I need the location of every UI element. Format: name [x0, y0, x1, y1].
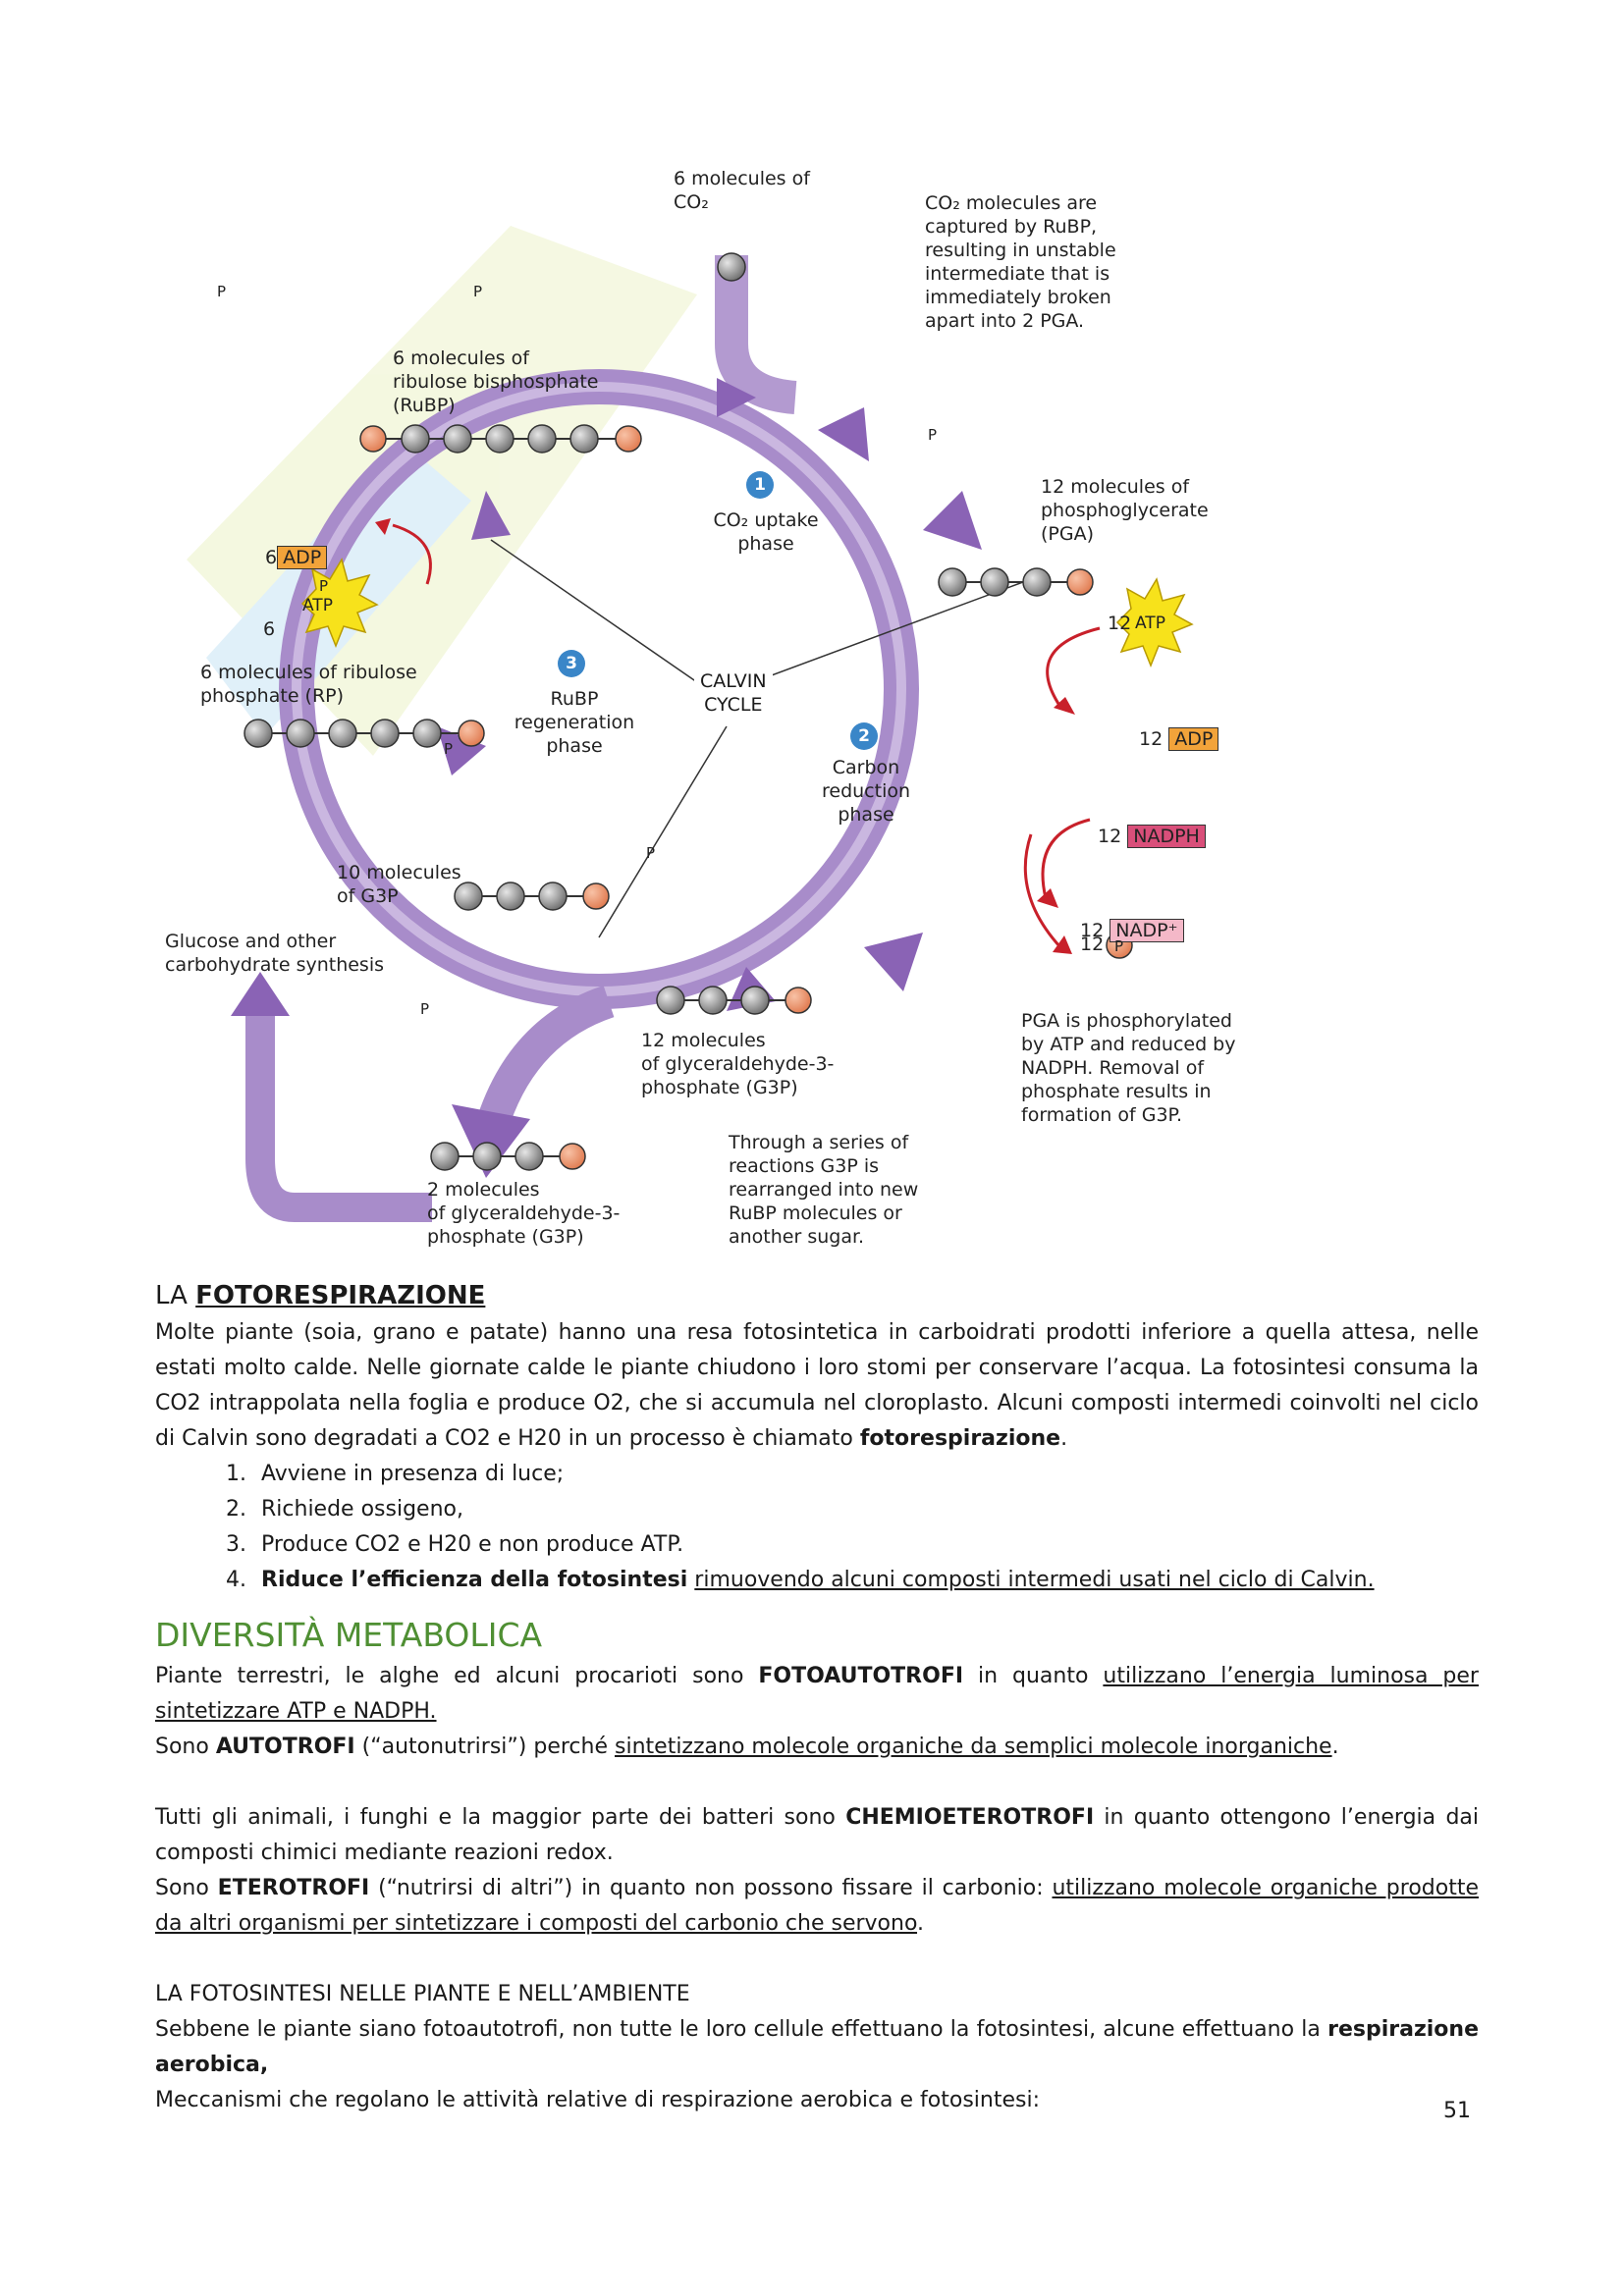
g3p-10-chain	[454, 881, 610, 911]
calvin-cycle-figure: P P P P P P P 6 molecules of CO₂ CO₂ mol…	[147, 147, 1267, 1286]
g3p-2-chain	[430, 1142, 586, 1171]
pi-count: 12	[1080, 934, 1105, 955]
rp-label: 6 molecules of ribulose phosphate (RP)	[200, 662, 417, 707]
arrowhead-6	[471, 491, 511, 540]
co2-capture-note: CO₂ molecules are captured by RuBP, resu…	[925, 192, 1116, 332]
g3p-12-label: 12 molecules of glyceraldehyde-3- phosph…	[641, 1030, 835, 1098]
nadp-plus: 12 NADP⁺	[1080, 895, 1184, 942]
list-item: Riduce l’efficienza della fotosintesi ri…	[253, 1563, 1479, 1598]
nadph-arrow	[1041, 818, 1091, 899]
calvin-cycle-diagram	[187, 226, 1194, 1222]
glucose-label: Glucose and other carbohydrate synthesis	[165, 931, 385, 976]
g3p-2-label: 2 molecules of glyceraldehyde-3- phospha…	[427, 1179, 621, 1248]
phosphate-label: P	[646, 844, 656, 862]
g3p-output-arrow	[474, 985, 615, 1135]
phase-1-label: CO₂ uptake phase	[713, 509, 819, 555]
autotrofi-paragraph: Sono AUTOTROFI (“autonutrirsi”) perché s…	[155, 1735, 1339, 1759]
eterotrofi-paragraph: Sono ETEROTROFI (“nutrirsi di altri”) in…	[155, 1876, 1479, 1936]
atp-to-adp-arrow-right	[1046, 626, 1101, 708]
atp-right-label: ATP	[1135, 614, 1165, 633]
phosphate-label: P	[319, 577, 329, 595]
fotorespirazione-paragraph: Molte piante (soia, grano e patate) hann…	[155, 1320, 1479, 1451]
list-item: Produce CO2 e H20 e non produce ATP.	[253, 1527, 1479, 1563]
atp-left-label: ATP	[302, 596, 333, 615]
phase-2-number: 2	[850, 722, 878, 750]
body-text: LA FOTORESPIRAZIONE Molte piante (soia, …	[155, 1276, 1479, 2118]
co2-molecule	[717, 252, 746, 282]
phase-1-number: 1	[746, 471, 774, 499]
phosphate-label: P	[473, 283, 483, 300]
calvin-cycle-center-label: CALVIN CYCLE	[694, 667, 773, 719]
co2-input-arrow	[715, 255, 797, 414]
phosphate-label: P	[928, 426, 938, 444]
atp-left: 6	[263, 618, 276, 640]
arrowhead-1	[818, 407, 869, 461]
arrowhead-2	[923, 491, 982, 550]
g3p-series-note: Through a series of reactions G3P is rea…	[729, 1132, 919, 1248]
g3p-10-label: 10 molecules of G3P	[337, 862, 461, 907]
phosphate-label: P	[420, 1000, 430, 1018]
list-item: Richiede ossigeno,	[253, 1492, 1479, 1527]
rp-chain	[244, 719, 485, 748]
pga-phosphorylation-note: PGA is phosphorylated by ATP and reduced…	[1021, 1010, 1236, 1126]
list-item: Avviene in presenza di luce;	[253, 1457, 1479, 1492]
glucose-output-arrow	[245, 1011, 432, 1222]
phosphate-label: P	[444, 740, 454, 758]
fotorespirazione-list: Avviene in presenza di luce; Richiede os…	[155, 1457, 1479, 1598]
fotoautotrofi-paragraph: Piante terrestri, le alghe ed alcuni pro…	[155, 1664, 1479, 1724]
phosphate-label: P	[217, 283, 227, 300]
phase-3-number: 3	[558, 650, 585, 677]
chemioeterotrofi-paragraph: Tutti gli animali, i funghi e la maggior…	[155, 1805, 1480, 1865]
pga-chain	[938, 567, 1094, 597]
nadph: 12 NADPH	[1098, 801, 1206, 848]
pga-label: 12 molecules of phosphoglycerate (PGA)	[1041, 476, 1209, 545]
pi-label: P	[1114, 937, 1124, 955]
co2-input-label: 6 molecules of CO₂	[674, 168, 810, 213]
atp-right-count: 12	[1108, 613, 1132, 634]
atp-burst-right	[1115, 577, 1194, 668]
ambiente-paragraph: Sebbene le piante siano fotoautotrofi, n…	[155, 2017, 1479, 2077]
atp-burst-left	[300, 558, 379, 649]
arrowhead-5	[437, 726, 486, 775]
section-title-diversita: DIVERSITÀ METABOLICA	[155, 1616, 543, 1654]
g3p-12-chain	[656, 986, 812, 1015]
phase-2-label: Carbon reduction phase	[821, 757, 911, 826]
page-number: 51	[1443, 2099, 1471, 2123]
section-title-fotorespirazione: LA FOTORESPIRAZIONE	[155, 1281, 486, 1310]
arrowhead-3	[864, 933, 923, 991]
section-title-ambiente: LA FOTOSINTESI NELLE PIANTE E NELL’AMBIE…	[155, 1982, 690, 2006]
rubp-label: 6 molecules of ribulose bisphosphate (Ru…	[393, 347, 599, 416]
phase-3-label: RuBP regeneration phase	[514, 688, 635, 757]
atp-to-adp-arrow-left	[392, 523, 432, 585]
meccanismi-paragraph: Meccanismi che regolano le attività rela…	[155, 2088, 1041, 2112]
adp-right: 12 ADP	[1139, 704, 1219, 751]
rubp-chain	[359, 424, 642, 454]
arrowhead-7	[717, 378, 756, 417]
